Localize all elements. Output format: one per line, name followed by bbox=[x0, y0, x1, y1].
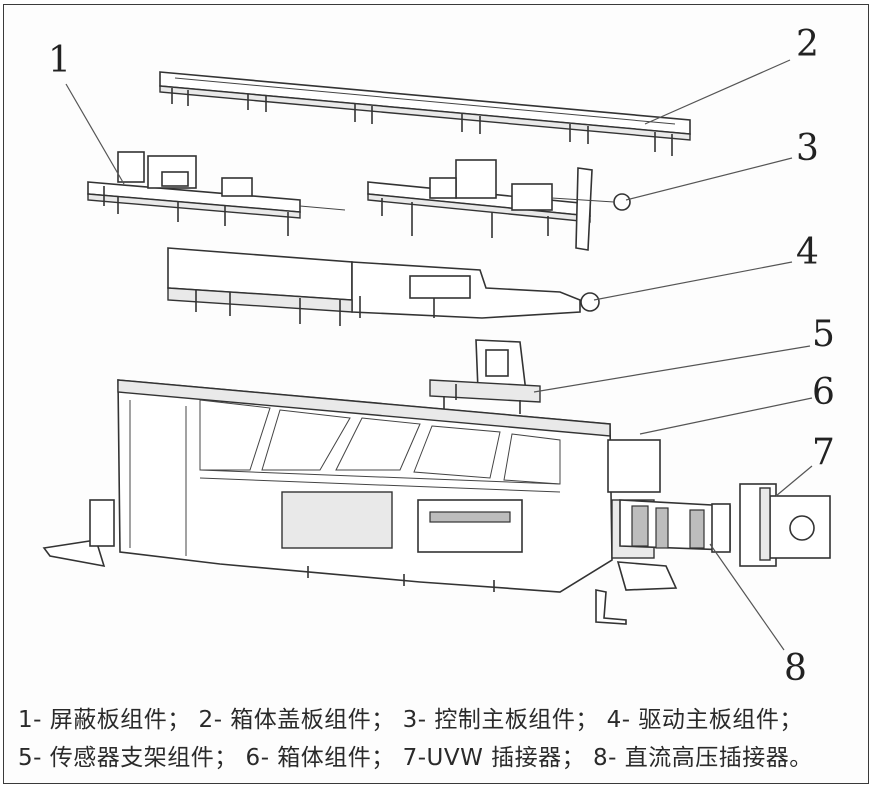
shield-plate-assembly bbox=[87, 151, 346, 236]
label-1: 1 bbox=[48, 40, 71, 81]
housing-body-assembly bbox=[42, 379, 678, 625]
label-6: 6 bbox=[812, 372, 835, 413]
leader-lines bbox=[65, 59, 813, 651]
label-8: 8 bbox=[784, 648, 807, 689]
caption-line-1: 1- 屏蔽板组件； 2- 箱体盖板组件； 3- 控制主板组件； 4- 驱动主板组… bbox=[18, 707, 803, 733]
label-3: 3 bbox=[796, 128, 819, 169]
control-mainboard-assembly bbox=[367, 159, 631, 251]
label-4: 4 bbox=[796, 232, 819, 273]
sensor-bracket-assembly bbox=[429, 339, 541, 414]
label-7: 7 bbox=[812, 432, 835, 473]
cover-plate-assembly bbox=[159, 71, 691, 156]
caption-line-2: 5- 传感器支架组件； 6- 箱体组件； 7-UVW 插接器； 8- 直流高压插… bbox=[18, 745, 813, 771]
label-2: 2 bbox=[796, 24, 819, 65]
label-5: 5 bbox=[812, 314, 835, 355]
drive-mainboard-assembly bbox=[167, 247, 600, 326]
uvw-connector bbox=[739, 483, 831, 567]
dc-high-voltage-connector bbox=[619, 499, 731, 553]
